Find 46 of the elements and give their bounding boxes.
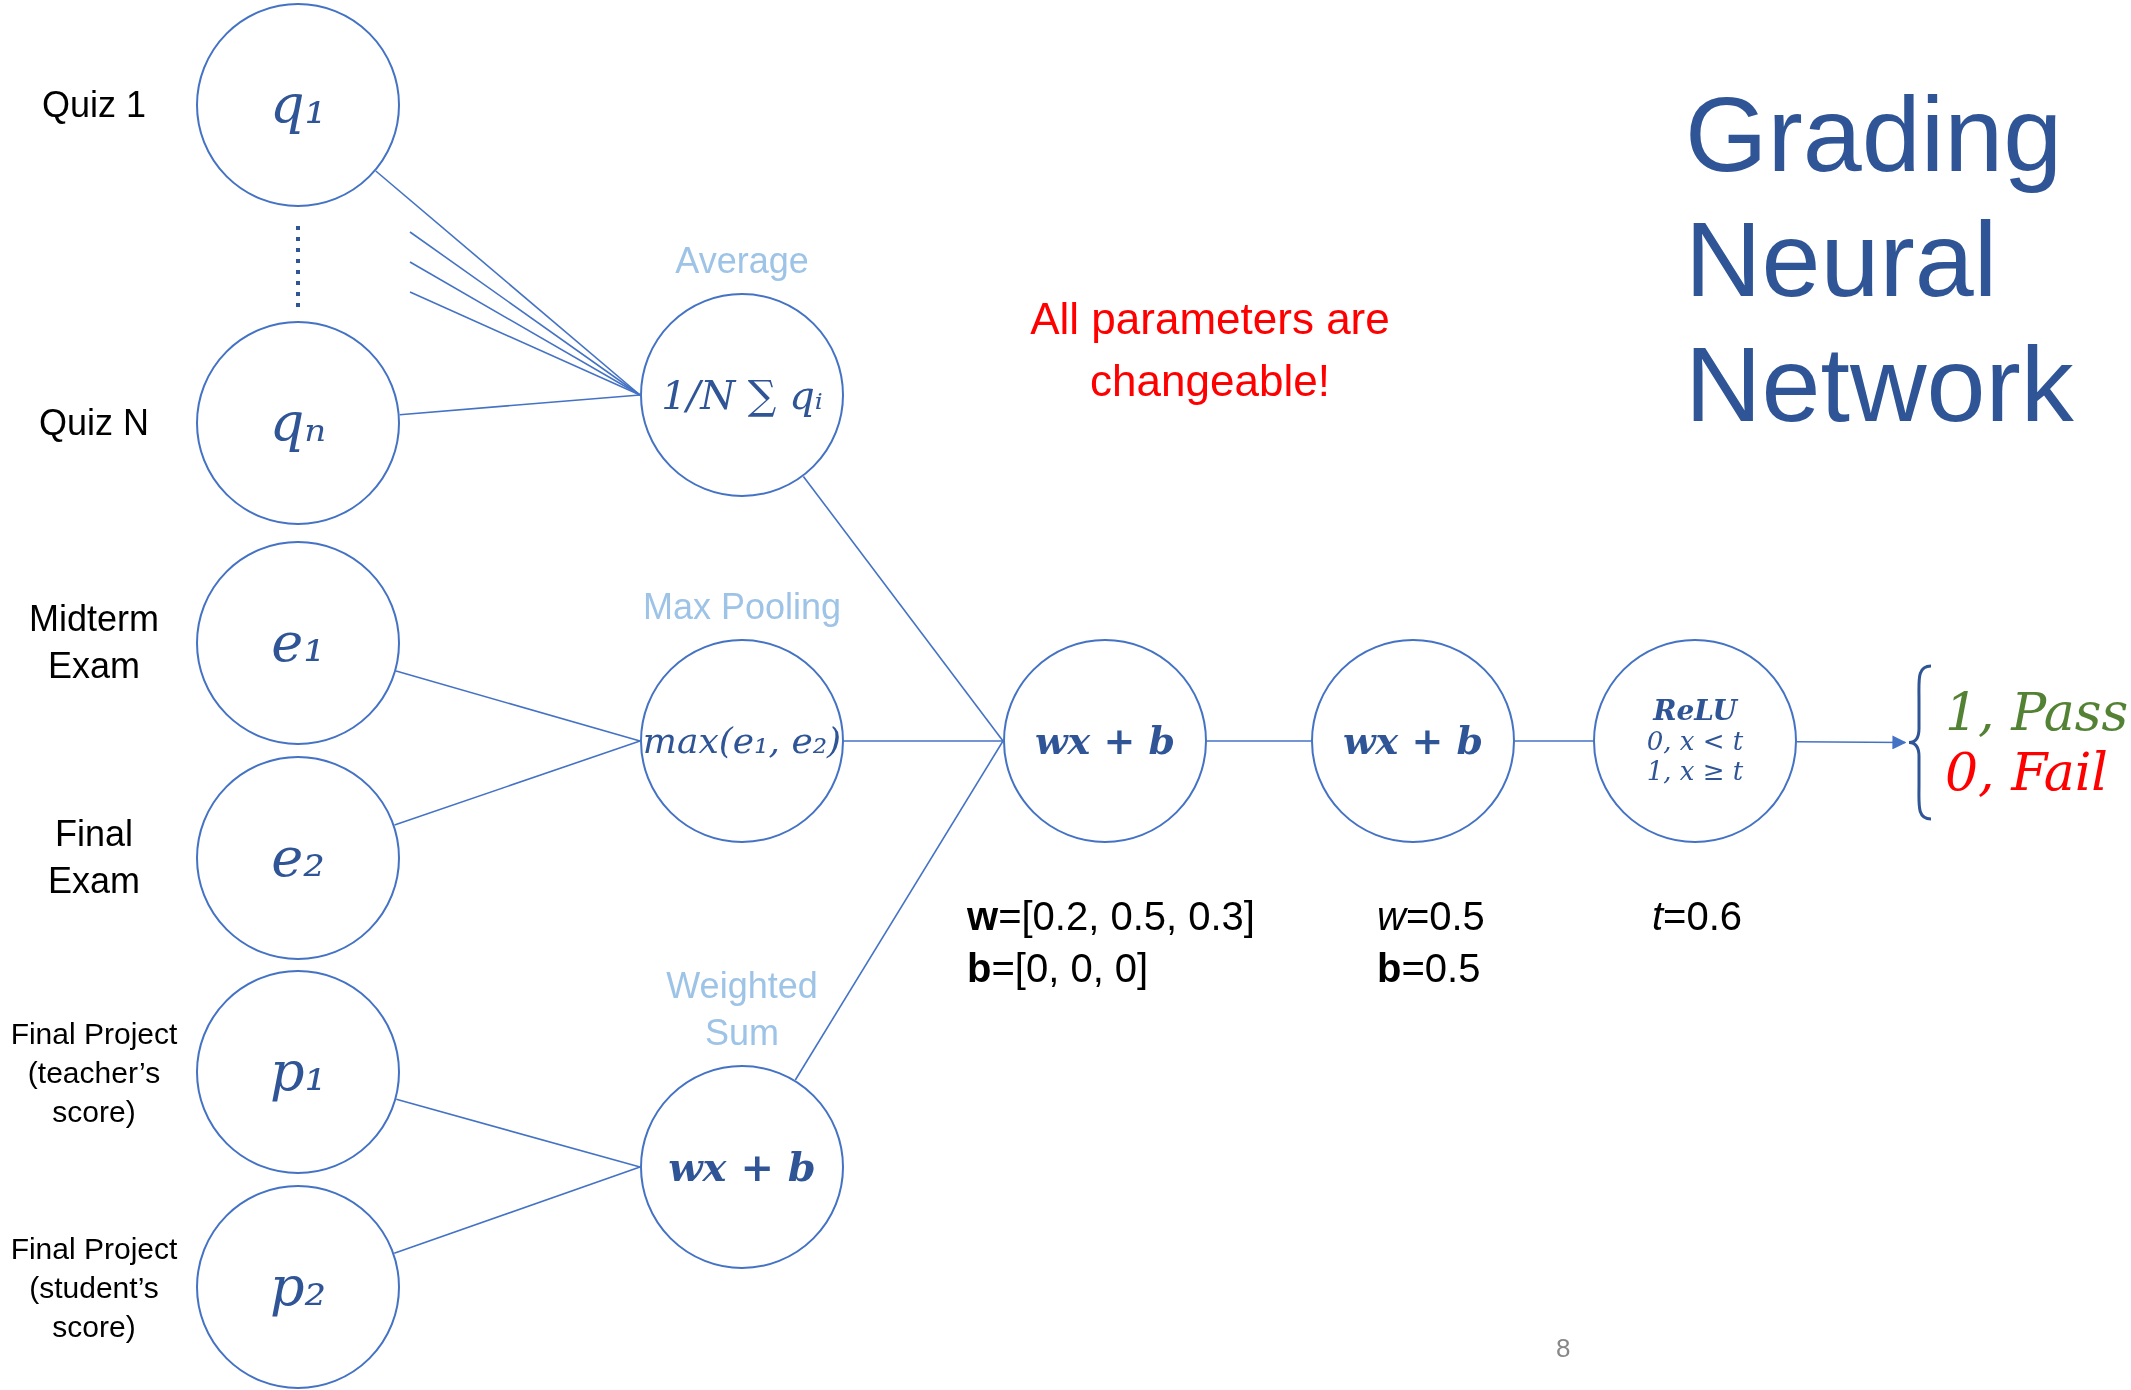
- input-label: Final Project (teacher’s score): [9, 1015, 179, 1130]
- connector-line: [393, 740, 641, 826]
- math-label: p₁: [269, 1040, 327, 1104]
- connector-line: [843, 740, 1004, 742]
- parameter-label: t=0.6: [1650, 893, 1744, 940]
- connector-line: [393, 1166, 641, 1254]
- math-label: e₁: [271, 611, 325, 675]
- math-label: 1/N ∑ qᵢ: [661, 372, 823, 418]
- input-label: Final Exam: [47, 812, 141, 903]
- layer-label: Average: [674, 239, 810, 284]
- connector-line: [398, 394, 641, 416]
- math-label: ReLU: [1653, 695, 1737, 728]
- input-label: Quiz 1: [40, 82, 147, 127]
- connector-line: [1206, 740, 1312, 742]
- connector-line: [409, 231, 641, 396]
- layer-label: Weighted Sum: [665, 964, 819, 1056]
- math-label: qₙ: [269, 391, 327, 455]
- connector-line: [395, 1098, 641, 1168]
- math-label: e₂: [271, 826, 325, 890]
- math-label: 0, x < t: [1646, 727, 1744, 758]
- math-label: 1, x ≥ t: [1646, 757, 1744, 787]
- note: All parameters are changeable!: [1029, 293, 1391, 407]
- math-label: p₂: [269, 1255, 327, 1319]
- layer-label: Max Pooling: [641, 585, 843, 630]
- connector-line: [802, 475, 1004, 742]
- math-label: 0, Fail: [1945, 742, 2108, 803]
- math-label: q₁: [269, 73, 327, 137]
- input-label: Final Project (student’s score): [9, 1230, 179, 1345]
- parameter-label: w=[0.2, 0.5, 0.3]: [967, 893, 1256, 940]
- parameter-label: b=0.5: [1377, 945, 1482, 992]
- connector-line: [794, 740, 1004, 1081]
- math-label: wx + b: [668, 1144, 816, 1190]
- connector-line: [395, 670, 641, 742]
- connector-line: [1514, 740, 1594, 742]
- math-label: wx + b: [1342, 719, 1484, 763]
- arrow: [1796, 735, 1907, 750]
- connector-line: [409, 291, 641, 396]
- math-label: max(e₁, e₂): [642, 720, 842, 762]
- math-label: 1, Pass: [1945, 682, 2129, 743]
- input-label: Midterm Exam: [28, 597, 160, 688]
- parameter-label: w=0.5: [1377, 893, 1486, 940]
- title: Grading Neural Network: [1685, 74, 2075, 445]
- input-label: Quiz N: [38, 400, 150, 445]
- parameter-label: b=[0, 0, 0]: [967, 945, 1150, 992]
- math-label: wx + b: [1034, 719, 1176, 763]
- page-number: 8: [1556, 1333, 1571, 1364]
